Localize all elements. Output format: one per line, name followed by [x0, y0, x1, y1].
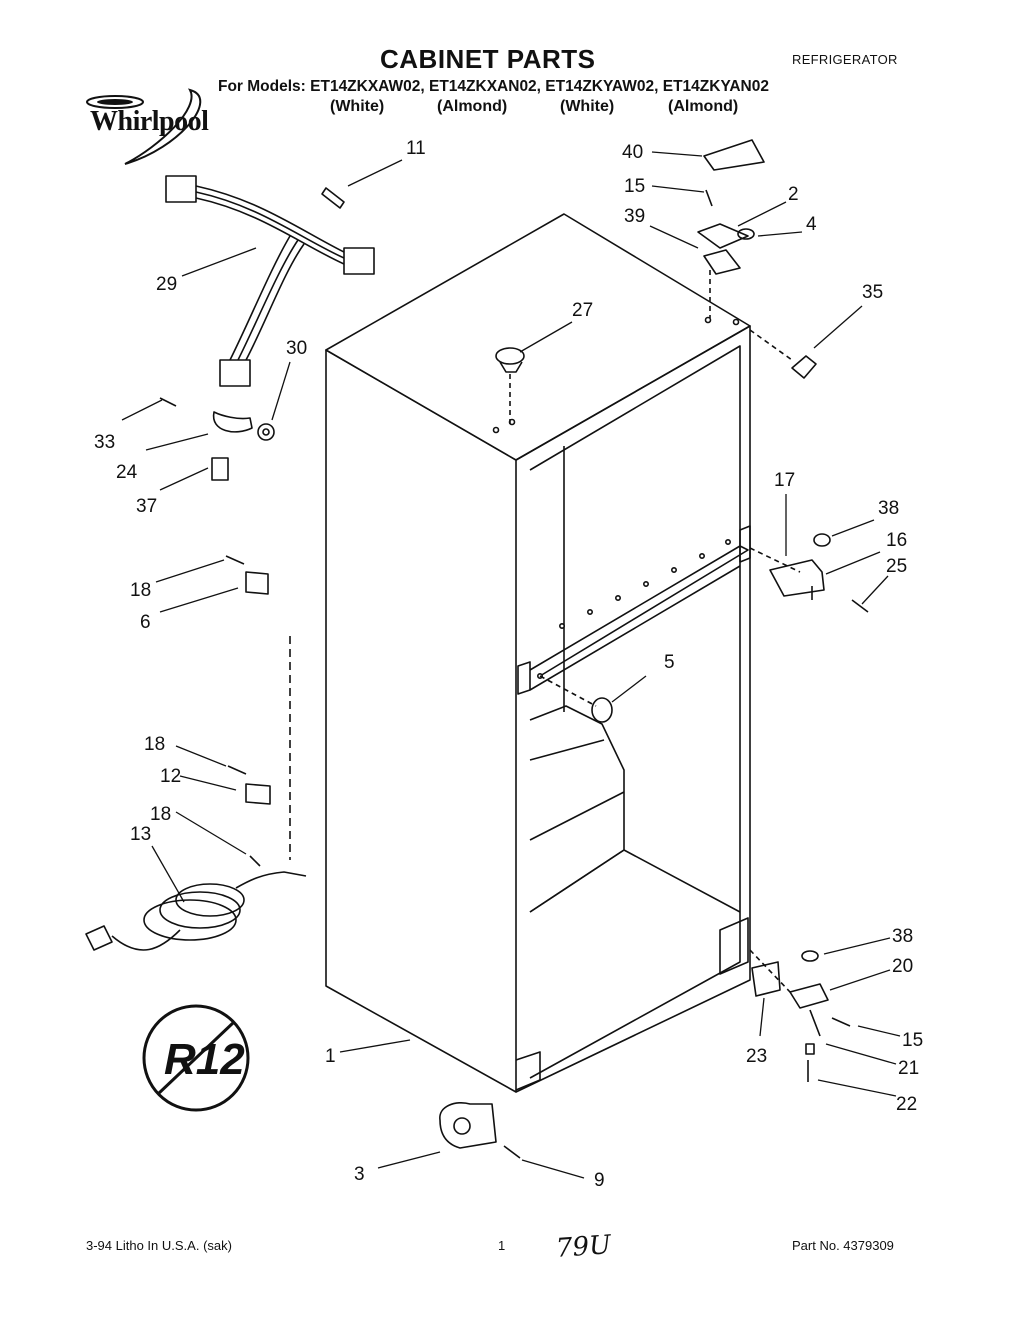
- callout-12: 12: [160, 766, 181, 787]
- callout-24: 24: [116, 462, 138, 483]
- callout-39: 39: [624, 206, 645, 227]
- callout-11: 11: [406, 138, 426, 159]
- callout-1: 1: [325, 1046, 336, 1067]
- screw-11: [321, 187, 345, 209]
- roller-assembly: [439, 1102, 521, 1159]
- callout-23: 23: [746, 1046, 767, 1067]
- bottom-hinge-assembly: [749, 949, 851, 1082]
- callout-3: 3: [354, 1164, 365, 1185]
- callout-40: 40: [622, 142, 643, 163]
- wiring-harness: [165, 175, 375, 387]
- r12-badge: [142, 1004, 250, 1112]
- callout-17: 17: [774, 470, 795, 491]
- litho-info: 3-94 Litho In U.S.A. (sak): [86, 1238, 232, 1253]
- part-number: Part No. 4379309: [792, 1238, 894, 1253]
- plug-5: [591, 697, 613, 723]
- callout-labels: 1 2 3 4 5 6 9 11 12 13 15 15 16 17 18 18…: [94, 138, 923, 1191]
- plug-27: [495, 347, 525, 424]
- brand-logo-text: Whirlpool: [90, 106, 209, 137]
- callout-38-bottom: 38: [892, 926, 913, 947]
- page-number: 1: [498, 1238, 506, 1253]
- callout-15-bottom: 15: [902, 1030, 923, 1051]
- callout-37: 37: [136, 496, 157, 517]
- top-hinge-assembly: [697, 139, 765, 318]
- handwritten-note: 79U: [555, 1230, 612, 1264]
- callout-15-top: 15: [624, 176, 645, 197]
- model-variant-1: (White): [330, 98, 385, 115]
- r12-badge-text: R12: [164, 1035, 245, 1084]
- callout-16: 16: [886, 530, 907, 551]
- callout-5: 5: [664, 652, 675, 673]
- bumper-35: [791, 355, 817, 379]
- whirlpool-logo: [86, 88, 202, 165]
- model-variant-4: (Almond): [668, 98, 739, 115]
- page-title: CABINET PARTS: [380, 44, 596, 74]
- callout-27: 27: [572, 300, 593, 321]
- callout-35: 35: [862, 282, 883, 303]
- thermistor-assembly: [159, 397, 275, 481]
- cabinet-shell: [325, 213, 751, 1093]
- callout-22: 22: [896, 1094, 917, 1115]
- callout-18-middle: 18: [144, 734, 165, 755]
- callout-33: 33: [94, 432, 115, 453]
- appliance-category: REFRIGERATOR: [792, 52, 898, 67]
- callout-29: 29: [156, 274, 177, 295]
- model-variant-2: (Almond): [437, 98, 508, 115]
- callout-21: 21: [898, 1058, 919, 1079]
- callout-30: 30: [286, 338, 307, 359]
- model-variant-3: (White): [560, 98, 615, 115]
- center-hinge-assembly: [749, 533, 869, 613]
- callout-18-upper: 18: [130, 580, 151, 601]
- model-list: For Models: ET14ZKXAW02, ET14ZKXAN02, ET…: [218, 78, 769, 95]
- clamp-6: [225, 555, 269, 595]
- callout-4: 4: [806, 214, 817, 235]
- callout-13: 13: [130, 824, 151, 845]
- clamp-12: [227, 765, 271, 805]
- callout-38-center: 38: [878, 498, 899, 519]
- callout-18-lower: 18: [150, 804, 171, 825]
- power-cord: [85, 855, 307, 951]
- callout-20: 20: [892, 956, 913, 977]
- callout-leaders: [121, 151, 901, 1179]
- callout-6: 6: [140, 612, 151, 633]
- callout-2: 2: [788, 184, 799, 205]
- callout-9: 9: [594, 1170, 605, 1191]
- callout-25: 25: [886, 556, 907, 577]
